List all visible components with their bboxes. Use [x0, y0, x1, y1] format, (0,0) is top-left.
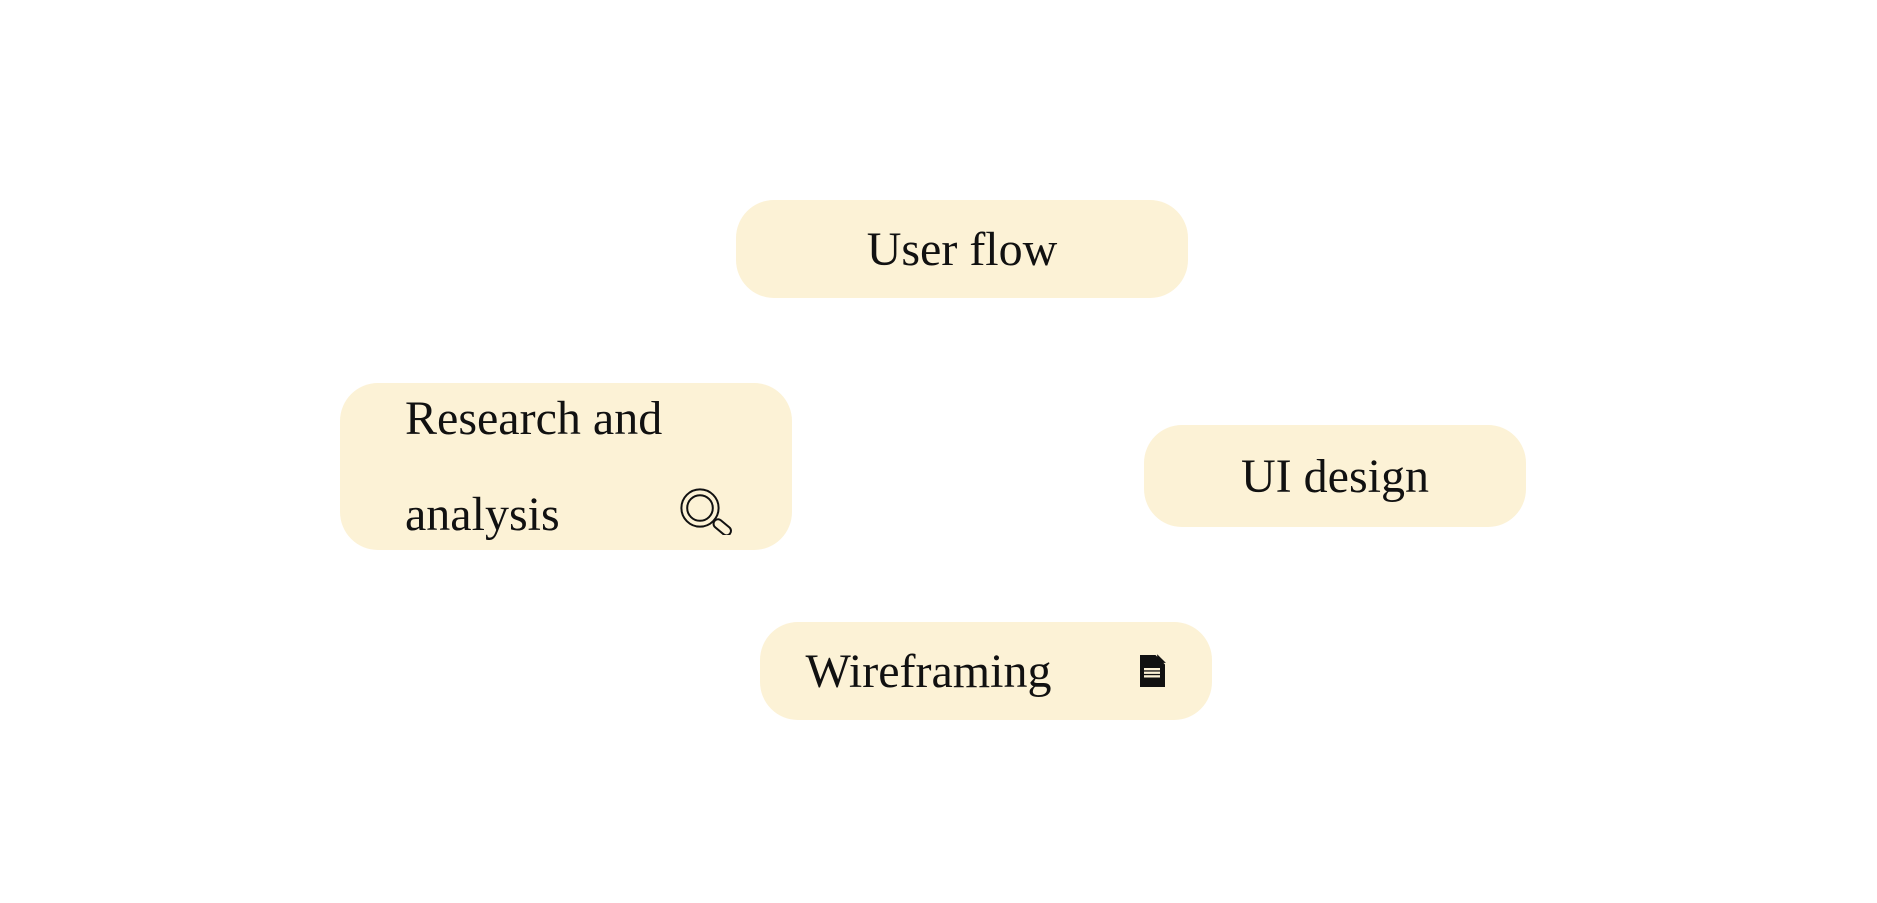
node-user-flow-label: User flow — [866, 222, 1058, 276]
node-ui-design[interactable]: UI design — [1144, 425, 1526, 527]
node-research-analysis[interactable]: Research and analysis — [340, 383, 792, 550]
node-ui-design-label: UI design — [1241, 449, 1429, 503]
node-user-flow[interactable]: User flow — [736, 200, 1188, 298]
document-icon — [1139, 654, 1167, 688]
node-wireframing[interactable]: Wireframing — [760, 622, 1212, 720]
magnifying-glass-icon — [679, 487, 733, 535]
node-research-analysis-label: Research and analysis — [405, 391, 663, 541]
node-wireframing-label: Wireframing — [805, 644, 1052, 698]
